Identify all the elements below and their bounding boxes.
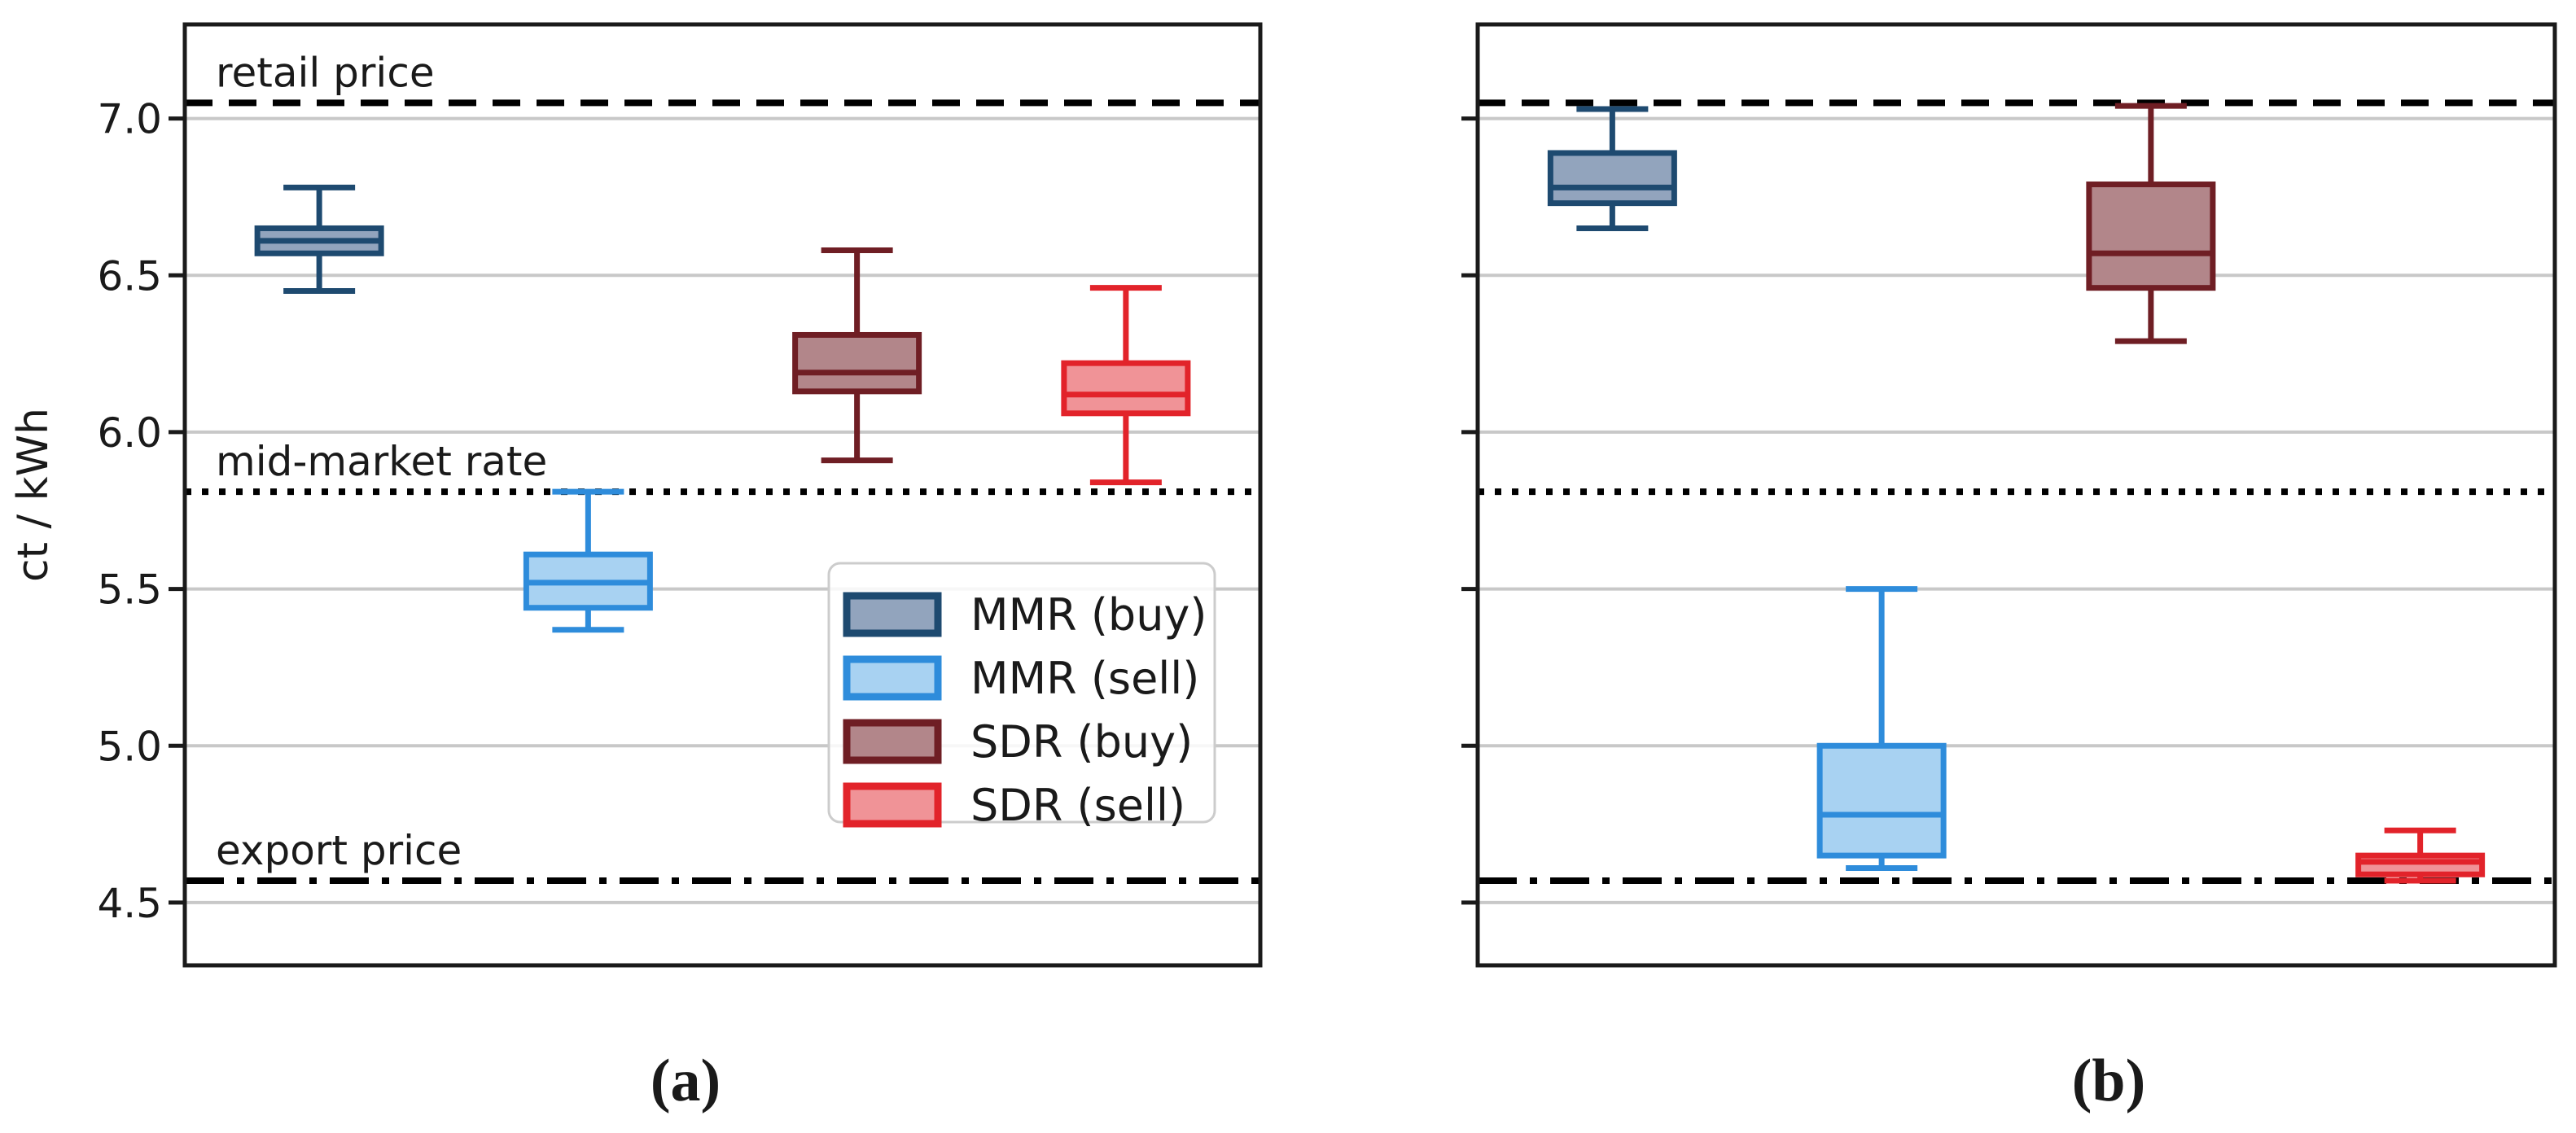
y-tick-label: 7.0	[97, 96, 162, 143]
iqr-box	[2355, 852, 2486, 877]
caption-b: (b)	[2072, 1048, 2145, 1114]
iqr-box	[1816, 742, 1947, 859]
y-tick-label: 6.0	[97, 409, 162, 457]
legend-label-sdr-buy: SDR (buy)	[970, 716, 1193, 768]
box-b-sdr-buy	[2086, 103, 2216, 344]
box-b-mmr-buy	[1547, 106, 1677, 231]
panel-b: (b)	[1461, 22, 2557, 1114]
legend: MMR (buy) MMR (sell) SDR (buy) SDR (sell)	[827, 562, 1216, 831]
y-tick-label: 4.5	[97, 880, 162, 927]
legend-label-sdr-sell: SDR (sell)	[970, 780, 1185, 831]
legend-swatch-sdr-buy	[843, 719, 942, 764]
retail-price-label: retail price	[216, 49, 435, 96]
y-tick-label: 5.0	[97, 723, 162, 770]
legend-swatch-mmr-buy	[843, 592, 942, 637]
axes-spines	[182, 22, 1263, 968]
axes-spines	[1475, 22, 2557, 968]
box-a-sdr-buy	[792, 247, 922, 464]
iqr-box	[1061, 360, 1191, 417]
y-tick-label: 5.5	[97, 566, 162, 614]
iqr-box	[792, 331, 922, 395]
box-a-mmr-sell	[523, 488, 653, 633]
legend-swatch-mmr-sell	[843, 655, 942, 701]
box-b-mmr-sell	[1816, 586, 1947, 872]
mid-market-rate-label: mid-market rate	[216, 438, 547, 485]
y-axis-label: ct / kWh	[9, 408, 58, 582]
legend-swatch-sdr-sell	[843, 782, 942, 828]
box-b-sdr-sell	[2355, 827, 2486, 884]
y-tick-label: 6.5	[97, 252, 162, 300]
legend-label-mmr-sell: MMR (sell)	[970, 653, 1199, 704]
box-a-mmr-buy	[254, 184, 384, 295]
legend-label-mmr-buy: MMR (buy)	[970, 589, 1207, 641]
caption-a: (a)	[651, 1048, 721, 1114]
iqr-box	[2086, 182, 2216, 291]
panel-a: 4.5 5.0 5.5 6.0 6.5 7.0 retail price mid-market…	[97, 22, 1263, 1114]
iqr-box	[1547, 150, 1677, 207]
export-price-label: export price	[216, 827, 462, 874]
box-a-sdr-sell	[1061, 285, 1191, 486]
